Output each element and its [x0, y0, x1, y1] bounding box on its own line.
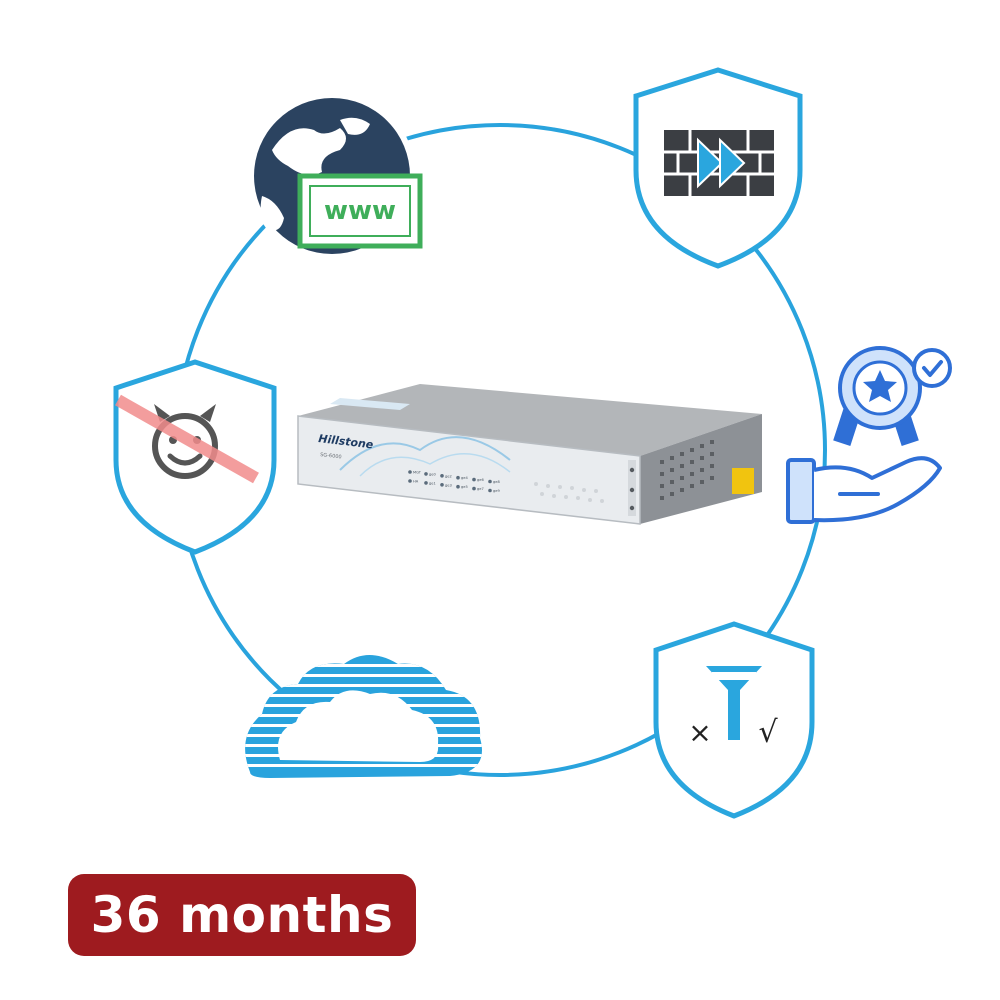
- port-led: [440, 483, 444, 487]
- port-label: ge2: [445, 474, 452, 478]
- port-label: ge1: [429, 481, 436, 485]
- firewall-appliance: Hillstone SG-6000 MGT HA ge0 ge1 ge2 ge3 ge4 ge…: [297, 384, 762, 525]
- model-label: SG-6000: [320, 452, 342, 460]
- brand-logo: Hillstone: [318, 432, 375, 451]
- port-led: [408, 470, 412, 474]
- port-led: [472, 477, 476, 482]
- port-led: [472, 486, 476, 491]
- port-led: [456, 484, 460, 489]
- port-led: [440, 474, 444, 478]
- www-label: www: [324, 196, 396, 226]
- port-led: [488, 479, 492, 484]
- cloud-icon: [245, 655, 482, 778]
- firewall-shield-icon: [633, 67, 803, 269]
- port-led: [424, 481, 428, 485]
- reject-mark: ×: [688, 716, 711, 749]
- port-label: ge3: [445, 483, 452, 487]
- port-label: ge7: [477, 487, 484, 491]
- port-label: HA: [413, 480, 419, 484]
- port-label: ge9: [493, 489, 500, 493]
- license-duration-badge: 36 months: [68, 874, 416, 956]
- port-led: [408, 479, 412, 483]
- malware-blocked-shield-icon: [113, 359, 277, 555]
- port-leds: MGT HA ge0 ge1 ge2 ge3 ge4 ge5 ge6 ge7 ge8 ge9: [408, 470, 500, 493]
- award-hand-icon: [786, 346, 952, 524]
- port-led: [424, 472, 428, 476]
- port-label: MGT: [413, 471, 422, 475]
- port-label: ge8: [493, 480, 500, 484]
- port-label: ge5: [461, 485, 468, 489]
- url-filter-shield-icon: × √: [653, 621, 815, 819]
- port-led: [456, 475, 460, 480]
- port-led: [488, 488, 492, 493]
- globe-www-icon: www: [248, 92, 423, 260]
- port-label: ge4: [461, 476, 468, 480]
- accept-mark: √: [758, 715, 778, 750]
- port-label: ge6: [477, 478, 484, 482]
- port-label: ge0: [429, 472, 436, 476]
